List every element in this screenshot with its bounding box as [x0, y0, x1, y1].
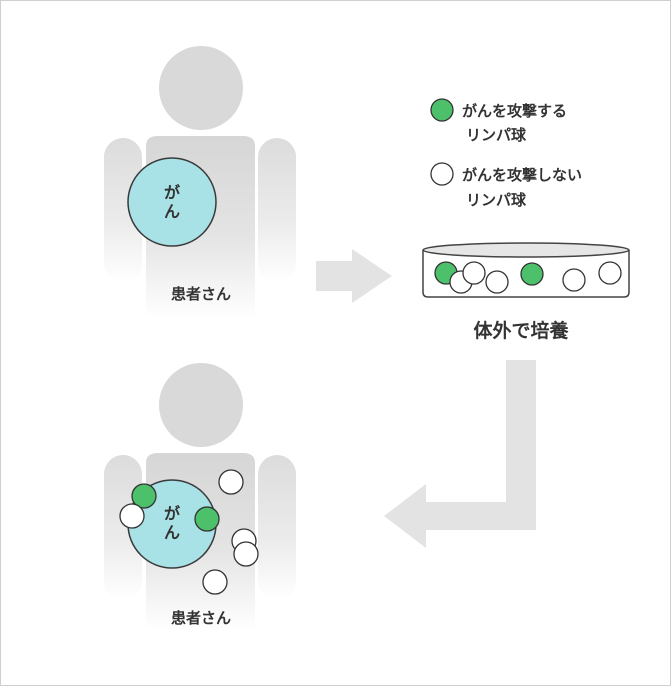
tumor-label-line1: が — [164, 183, 180, 202]
non-attacking-lymphocyte — [598, 261, 622, 285]
non-attacking-lymphocyte — [202, 569, 228, 595]
patient-after-figure: が ん 患者さん — [104, 363, 296, 630]
attacking-lymphocyte — [131, 483, 157, 509]
legend: がんを攻撃する リンパ球 がんを攻撃しない リンパ球 — [430, 98, 582, 209]
tumor-label-line1: が — [164, 504, 180, 523]
patient-left-arm — [104, 138, 142, 283]
tumor-label-line2: ん — [164, 202, 180, 221]
patient-head — [159, 46, 243, 130]
non-attacking-lymphocyte-icon — [430, 162, 454, 186]
patient-right-arm — [258, 455, 296, 600]
non-attacking-lymphocyte — [462, 261, 486, 285]
non-attacking-lymphocyte — [218, 469, 244, 495]
right-arrow — [316, 249, 392, 303]
patient-caption: 患者さん — [171, 285, 231, 303]
non-attacking-lymphocyte — [119, 503, 145, 529]
attacking-lymphocyte — [194, 506, 220, 532]
non-attacking-lymphocyte — [233, 541, 259, 567]
legend-attacking-line1: がんを攻撃する — [462, 102, 567, 120]
patient-right-arm — [258, 138, 296, 283]
attacking-lymphocyte — [520, 262, 544, 286]
culture-caption: 体外で培養 — [473, 319, 569, 342]
tumor-circle — [127, 157, 217, 247]
tumor-label-line2: ん — [164, 523, 180, 542]
return-arrow — [384, 360, 536, 548]
legend-non-attacking-line1: がんを攻撃しない — [462, 166, 582, 184]
non-attacking-lymphocyte — [485, 270, 509, 294]
non-attacking-lymphocyte — [562, 268, 586, 292]
legend-attacking-line2: リンパ球 — [466, 126, 527, 144]
attacking-lymphocyte-icon — [430, 98, 454, 122]
legend-non-attacking-line2: リンパ球 — [466, 191, 527, 209]
dish-rim — [422, 242, 630, 258]
patient-caption: 患者さん — [171, 609, 231, 627]
patient-head — [159, 363, 243, 447]
culture-dish: 体外で培養 — [422, 242, 630, 342]
patient-before-figure: が ん 患者さん — [104, 46, 296, 318]
